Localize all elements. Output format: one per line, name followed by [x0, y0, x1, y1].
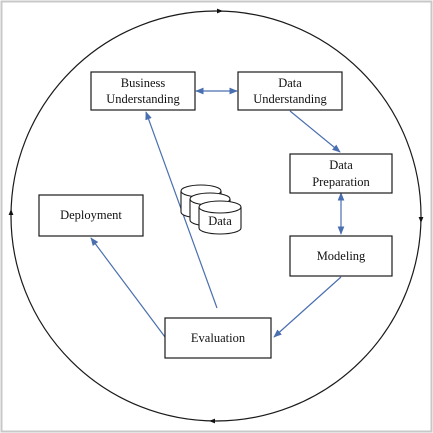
- arrow-evaluation-deployment: [90, 237, 166, 338]
- business-understanding-line2: Understanding: [106, 92, 180, 106]
- deployment-box: Deployment: [38, 194, 144, 237]
- data-store-icon: Data: [180, 184, 242, 235]
- arrow-data-understanding-preparation: [289, 110, 341, 153]
- evaluation-box: Evaluation: [164, 317, 272, 359]
- data-store-label: Data: [208, 214, 232, 228]
- arrow-modeling-evaluation: [273, 276, 342, 338]
- data-understanding-box: Data Understanding: [237, 71, 343, 111]
- data-preparation-line1: Data: [329, 158, 353, 172]
- data-preparation-box: Data Preparation: [289, 153, 393, 194]
- data-preparation-line2: Preparation: [312, 175, 370, 189]
- evaluation-label: Evaluation: [191, 331, 246, 345]
- business-understanding-box: Business Understanding: [90, 71, 196, 111]
- business-understanding-line1: Business: [121, 76, 166, 90]
- modeling-box: Modeling: [289, 235, 393, 277]
- deployment-label: Deployment: [60, 208, 122, 222]
- data-understanding-line1: Data: [278, 76, 302, 90]
- modeling-label: Modeling: [317, 249, 366, 263]
- data-understanding-line2: Understanding: [253, 92, 327, 106]
